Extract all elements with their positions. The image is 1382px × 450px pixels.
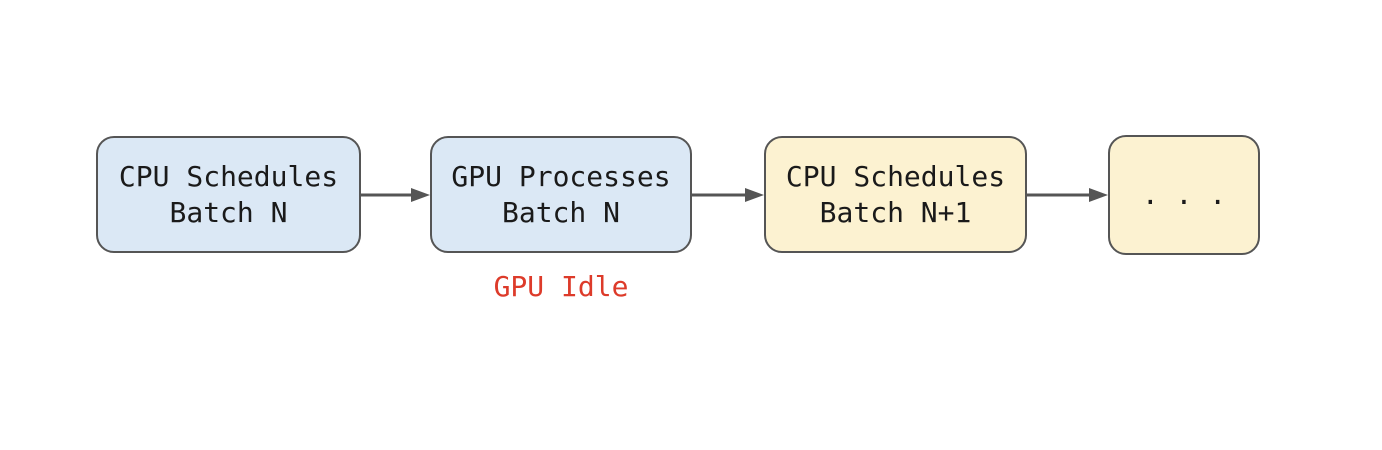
gpu-idle-label: GPU Idle — [493, 270, 629, 303]
node-gpu-processes-batch-n: GPU Processes Batch N — [430, 136, 692, 253]
flow-arrow-3-icon — [1027, 188, 1108, 202]
node-ellipsis: . . . — [1108, 135, 1260, 255]
arrow-head — [411, 188, 430, 202]
node-label-line1: GPU Processes — [451, 159, 671, 193]
node-label-line2: Batch N — [501, 195, 620, 229]
node-label-line2: Batch N+1 — [819, 195, 972, 229]
node-label-line1: CPU Schedules — [118, 159, 339, 193]
node-cpu-schedules-batch-n: CPU Schedules Batch N — [96, 136, 361, 253]
arrow-head — [745, 188, 764, 202]
node-cpu-schedules-batch-n-plus-1: CPU Schedules Batch N+1 — [764, 136, 1027, 253]
flow-arrow-1-icon — [361, 188, 430, 202]
arrow-head — [1089, 188, 1108, 202]
node-label-line2: Batch N — [169, 195, 288, 229]
flow-arrow-2-icon — [692, 188, 764, 202]
ellipsis-label: . . . — [1141, 178, 1227, 211]
node-label-line1: CPU Schedules — [785, 159, 1006, 193]
